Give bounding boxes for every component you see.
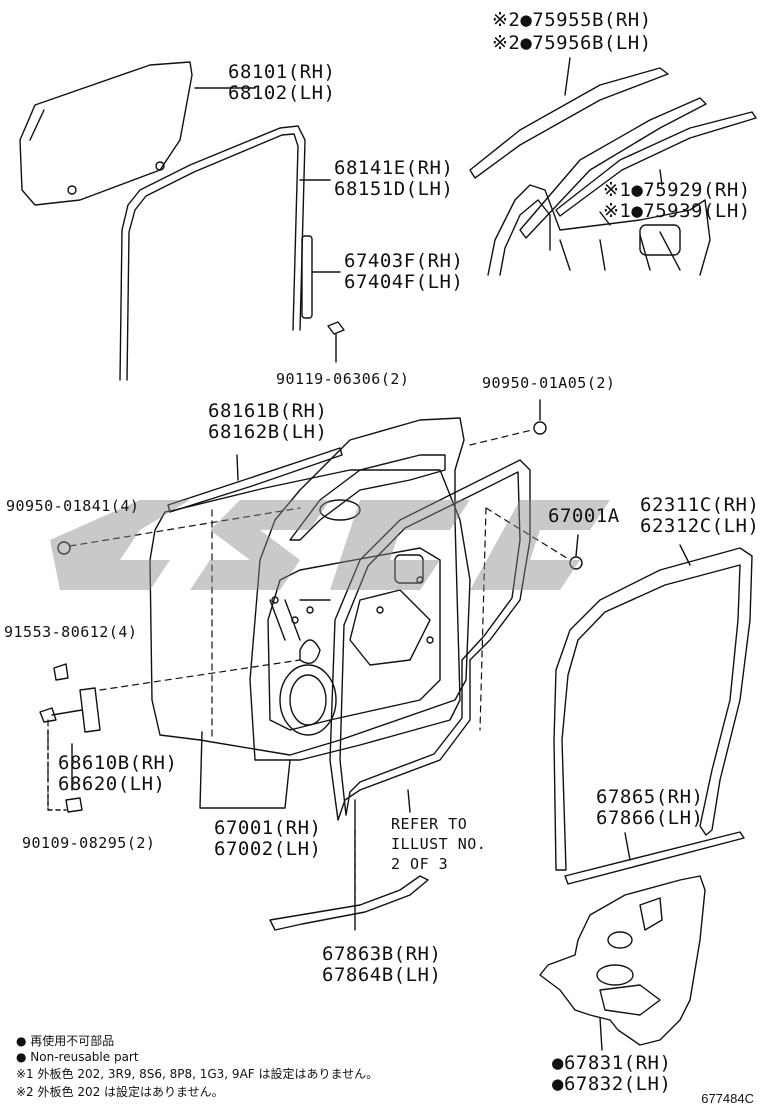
belt-molding-drawing <box>167 447 343 513</box>
part-label-91553: 91553-80612(4) <box>4 623 138 641</box>
part-label-90119: 90119-06306(2) <box>276 370 410 388</box>
part-label-62311c: 62311C(RH) <box>640 494 760 516</box>
opening-weatherstrip-drawing <box>553 544 753 871</box>
service-hole-cover-drawing <box>539 875 706 1051</box>
part-label-68101: 68101(RH) <box>228 61 336 83</box>
door-glass-drawing <box>19 61 256 206</box>
part-label-67001: 67001(RH) <box>214 817 322 839</box>
door-panel-drawing <box>149 417 471 809</box>
part-label-68151d: 68151D(LH) <box>334 178 454 200</box>
part-label-67831: ●67831(RH) <box>552 1052 672 1074</box>
part-label-75929: ※1●75929(RH) <box>603 179 751 201</box>
fastener-drawing <box>57 399 583 570</box>
part-label-62312c: 62312C(LH) <box>640 515 760 537</box>
legend-line-4: ※2 外板色 202 は設定はありません。 <box>16 1085 224 1099</box>
part-label-67866: 67866(LH) <box>596 807 704 829</box>
part-label-68141e: 68141E(RH) <box>334 157 454 179</box>
sill-strip-drawing <box>564 831 745 885</box>
part-label-90950-01841: 90950-01841(4) <box>6 497 140 515</box>
watermark <box>50 500 610 590</box>
part-label-68620: 68620(LH) <box>58 773 166 795</box>
part-label-68610b: 68610B(RH) <box>58 752 178 774</box>
part-label-67864b: 67864B(LH) <box>322 964 442 986</box>
division-bar-drawing <box>301 235 345 363</box>
part-label-67832: ●67832(LH) <box>552 1073 672 1095</box>
refer-note-line1: REFER TO <box>391 815 468 833</box>
part-label-90109: 90109-08295(2) <box>22 834 156 852</box>
part-label-67002: 67002(LH) <box>214 838 322 860</box>
lower-weatherstrip-drawing <box>269 875 429 931</box>
part-label-68102: 68102(LH) <box>228 82 336 104</box>
legend-line-3: ※1 外板色 202, 3R9, 8S6, 8P8, 1G3, 9AF は設定は… <box>16 1067 379 1081</box>
part-label-67403f: 67403F(RH) <box>344 250 464 272</box>
part-label-90950-01a05: 90950-01A05(2) <box>482 374 616 392</box>
leader-lines <box>47 429 571 901</box>
part-label-68161b: 68161B(RH) <box>208 400 328 422</box>
glass-run-drawing <box>119 125 331 381</box>
part-label-67865: 67865(RH) <box>596 786 704 808</box>
part-label-75956b: ※2●75956B(LH) <box>492 32 652 54</box>
legend-line-2: ● Non-reusable part <box>16 1050 139 1064</box>
part-label-75955b: ※2●75955B(RH) <box>492 9 652 31</box>
illustration-code: 677484C <box>701 1091 754 1106</box>
refer-note-line2: ILLUST NO. <box>391 835 487 853</box>
part-label-68162b: 68162B(LH) <box>208 421 328 443</box>
door-frame-molding-drawing <box>469 57 757 276</box>
refer-note-line3: 2 OF 3 <box>391 855 449 873</box>
part-label-67001a: 67001A <box>548 505 620 527</box>
part-label-67863b: 67863B(RH) <box>322 943 442 965</box>
part-label-67404f: 67404F(LH) <box>344 271 464 293</box>
part-label-75939: ※1●75939(LH) <box>603 200 751 222</box>
legend-line-1: ● 再使用不可部品 <box>16 1034 115 1048</box>
